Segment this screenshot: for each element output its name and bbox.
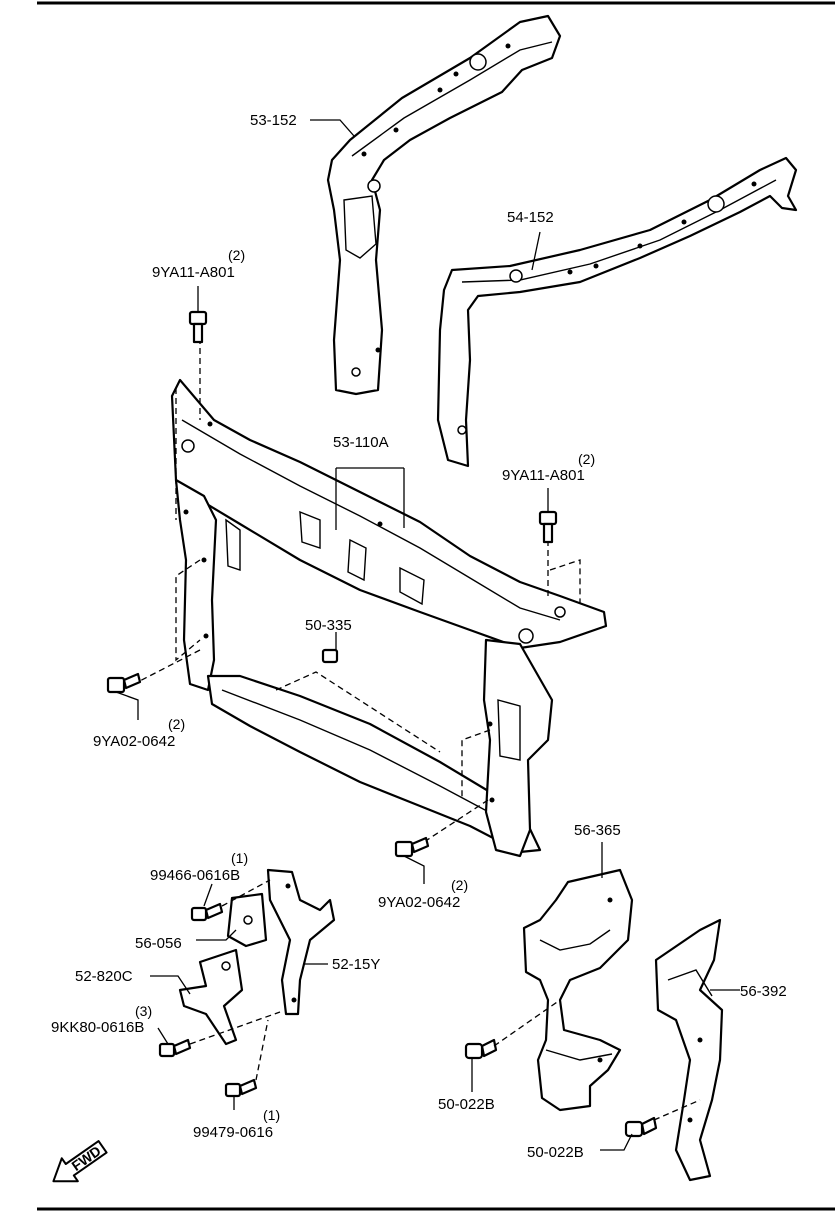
clip-50-022b-right-shape[interactable] bbox=[624, 1116, 658, 1138]
label-50-335: 50-335 bbox=[305, 617, 352, 634]
bolt-9ya11-left-shape[interactable] bbox=[188, 310, 208, 344]
label-53-110a: 53-110A bbox=[333, 434, 389, 451]
label-9kk80: 9KK80-0616B bbox=[51, 1019, 144, 1036]
bolt-9ya11-right-shape[interactable] bbox=[538, 510, 558, 544]
label-56-365: 56-365 bbox=[574, 822, 621, 839]
qty-9ya02-right: (2) bbox=[451, 877, 468, 893]
part-52-820c-shape[interactable] bbox=[178, 948, 244, 1046]
qty-99479: (1) bbox=[263, 1107, 280, 1123]
label-50-022b-left: 50-022B bbox=[438, 1096, 495, 1113]
part-56-365-shape[interactable] bbox=[522, 868, 634, 1112]
bolt-99466-shape[interactable] bbox=[190, 902, 224, 922]
label-50-022b-right: 50-022B bbox=[527, 1144, 584, 1161]
label-9ya11-left: 9YA11-A801 bbox=[152, 264, 235, 281]
bolt-9ya02-left-shape[interactable] bbox=[106, 672, 142, 694]
label-56-392: 56-392 bbox=[740, 983, 787, 1000]
part-52-15y-shape[interactable] bbox=[266, 868, 336, 1016]
part-54-152-shape[interactable] bbox=[436, 156, 798, 468]
label-99479: 99479-0616 bbox=[193, 1124, 273, 1141]
part-53-110a-shape[interactable] bbox=[170, 378, 608, 858]
qty-99466: (1) bbox=[231, 850, 248, 866]
leader-lines bbox=[115, 119, 740, 1151]
alignment-lines-deflectors bbox=[493, 999, 701, 1121]
qty-9ya02-left: (2) bbox=[168, 716, 185, 732]
qty-9ya11-right: (2) bbox=[578, 451, 595, 467]
label-54-152: 54-152 bbox=[507, 209, 554, 226]
label-9ya11-right: 9YA11-A801 bbox=[502, 467, 585, 484]
label-9ya02-left: 9YA02-0642 bbox=[93, 733, 175, 750]
part-56-392-shape[interactable] bbox=[654, 918, 724, 1182]
qty-9kk80: (3) bbox=[135, 1003, 152, 1019]
qty-9ya11-left: (2) bbox=[228, 247, 245, 263]
alignment-lines-lower-left bbox=[189, 879, 281, 1081]
label-52-15y: 52-15Y bbox=[332, 956, 380, 973]
alignment-lines-main bbox=[129, 338, 581, 843]
part-56-056-shape[interactable] bbox=[226, 892, 268, 948]
part-50-335-shape[interactable] bbox=[321, 648, 339, 664]
bolt-99479-shape[interactable] bbox=[224, 1078, 258, 1098]
label-56-056: 56-056 bbox=[135, 935, 182, 952]
label-53-152: 53-152 bbox=[250, 112, 297, 129]
label-99466: 99466-0616B bbox=[150, 867, 240, 884]
bolt-9kk80-shape[interactable] bbox=[158, 1038, 192, 1058]
clip-50-022b-left-shape[interactable] bbox=[464, 1038, 498, 1060]
fwd-arrow-icon: FWD bbox=[52, 1140, 108, 1183]
label-52-820c: 52-820C bbox=[75, 968, 133, 985]
part-53-152-shape[interactable] bbox=[326, 14, 562, 396]
bolt-9ya02-right-shape[interactable] bbox=[394, 836, 430, 858]
label-9ya02-right: 9YA02-0642 bbox=[378, 894, 460, 911]
